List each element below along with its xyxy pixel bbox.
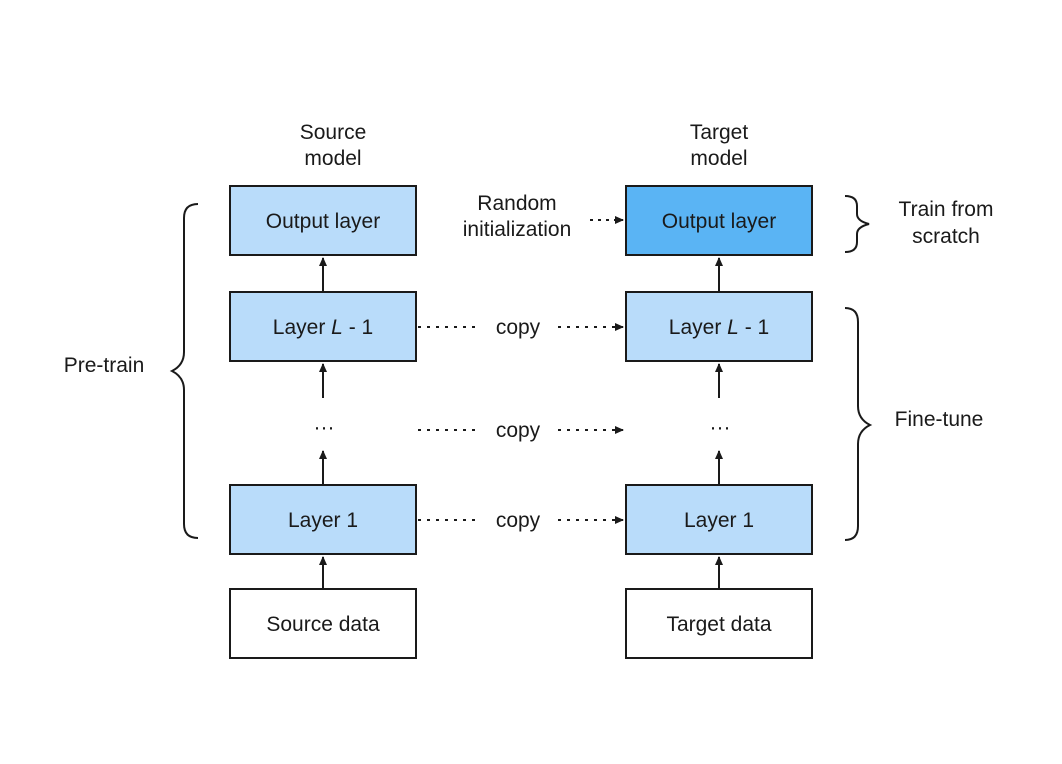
source-layer-1-box <box>229 484 417 555</box>
fine-tune-label: Fine-tune <box>895 408 984 431</box>
source-model-title-line2: model <box>304 147 361 170</box>
train-from-scratch-line1: Train from <box>899 198 994 221</box>
source-layer-l-prefix: Layer <box>273 316 331 339</box>
source-model-title-line1: Source <box>300 121 367 144</box>
target-data-label: Target data <box>666 613 771 636</box>
random-initialization-line2: initialization <box>463 218 572 241</box>
fine-tune-brace <box>844 307 873 541</box>
source-layer-l-suffix: - 1 <box>343 316 373 339</box>
target-layer-1-label: Layer 1 <box>684 509 754 532</box>
copy-bottom-label: copy <box>496 509 541 532</box>
source-layer-l-minus-1-box <box>229 291 417 362</box>
pretrain-label: Pre-train <box>64 354 145 377</box>
target-output-layer-box <box>625 185 813 256</box>
pretrain-brace <box>169 203 199 539</box>
train-from-scratch-brace <box>844 195 870 253</box>
source-ellipsis: ··· <box>314 416 335 439</box>
target-model-title-line1: Target <box>690 121 749 144</box>
source-layer-1-label: Layer 1 <box>288 509 358 532</box>
target-data-box <box>625 588 813 659</box>
source-output-layer-label: Output layer <box>266 210 380 233</box>
random-initialization-line1: Random <box>477 192 556 215</box>
target-layer-l-minus-1-box <box>625 291 813 362</box>
target-layer-1-box <box>625 484 813 555</box>
source-data-label: Source data <box>266 613 380 636</box>
target-layer-l-minus-1-label: Layer L - 1 <box>669 316 769 339</box>
target-layer-l-prefix: Layer <box>669 316 727 339</box>
source-data-box <box>229 588 417 659</box>
target-layer-l-suffix: - 1 <box>739 316 769 339</box>
copy-top-label: copy <box>496 316 541 339</box>
target-layer-l-variable: L <box>727 316 739 339</box>
copy-middle-label: copy <box>496 419 541 442</box>
source-output-layer-box <box>229 185 417 256</box>
target-ellipsis: ··· <box>710 416 731 439</box>
target-output-layer-label: Output layer <box>662 210 776 233</box>
target-model-title-line2: model <box>690 147 747 170</box>
source-layer-l-minus-1-label: Layer L - 1 <box>273 316 373 339</box>
source-layer-l-variable: L <box>331 316 343 339</box>
train-from-scratch-line2: scratch <box>912 225 980 248</box>
